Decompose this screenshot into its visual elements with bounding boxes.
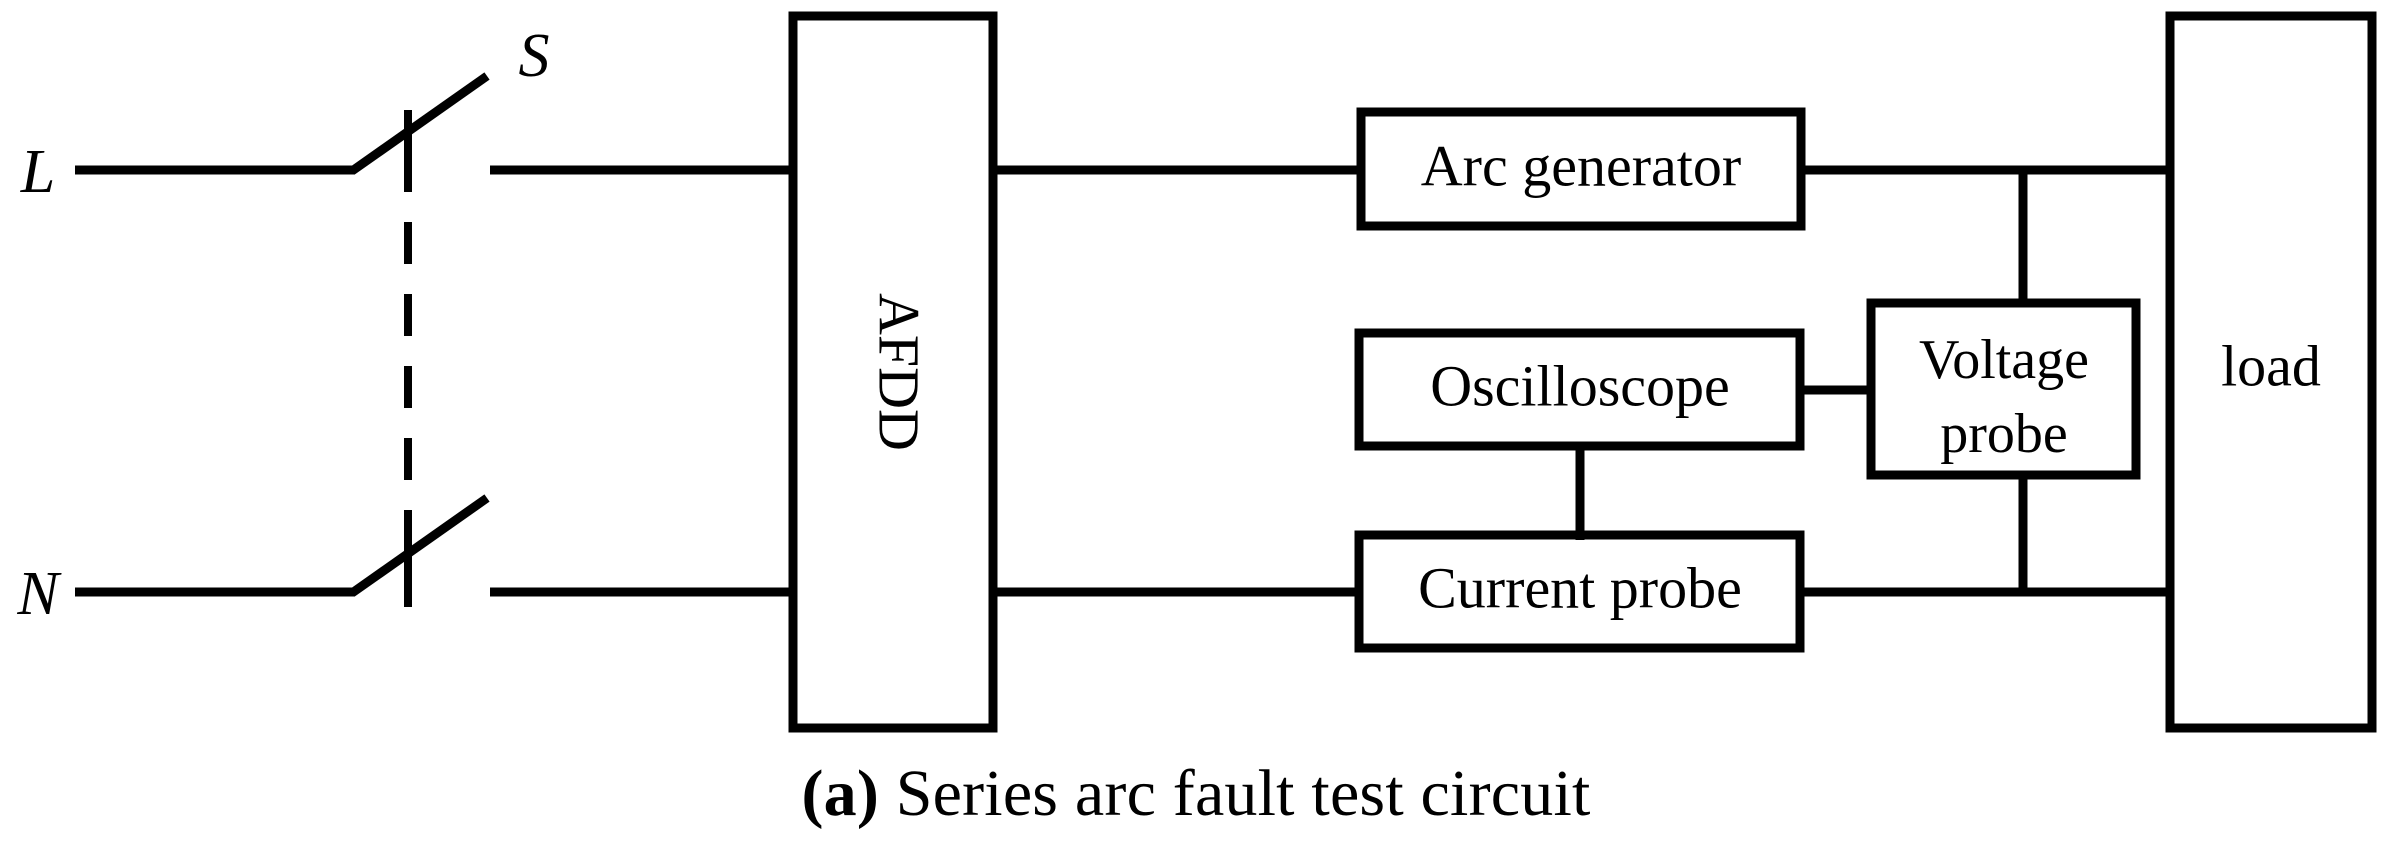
current-probe-block[interactable] [1354,530,1805,653]
neutral-terminal-label: N [16,560,62,628]
switch-label-s: S [519,22,550,90]
voltage-probe-label-line1: Voltage [1919,329,2089,391]
voltage-probe-label-line2: probe [1940,403,2068,465]
afdd-block[interactable] [788,11,998,733]
figure-caption-tag: (a) [801,757,879,830]
figure-caption: (a) Series arc fault test circuit [0,756,2392,832]
oscilloscope-label: Oscilloscope [1430,353,1730,418]
live-terminal-label: L [20,138,55,206]
figure-caption-text: Series arc fault test circuit [879,757,1591,830]
arc-generator-label: Arc generator [1421,133,1741,198]
switch-blade-upper [349,72,490,175]
afdd-label: AFDD [867,293,932,451]
voltage-probe-block[interactable] [1866,298,2141,480]
switch-blade-lower [349,494,490,597]
load-block[interactable] [2165,11,2377,733]
load-label: load [2221,333,2321,398]
current-probe-label: Current probe [1418,555,1742,620]
